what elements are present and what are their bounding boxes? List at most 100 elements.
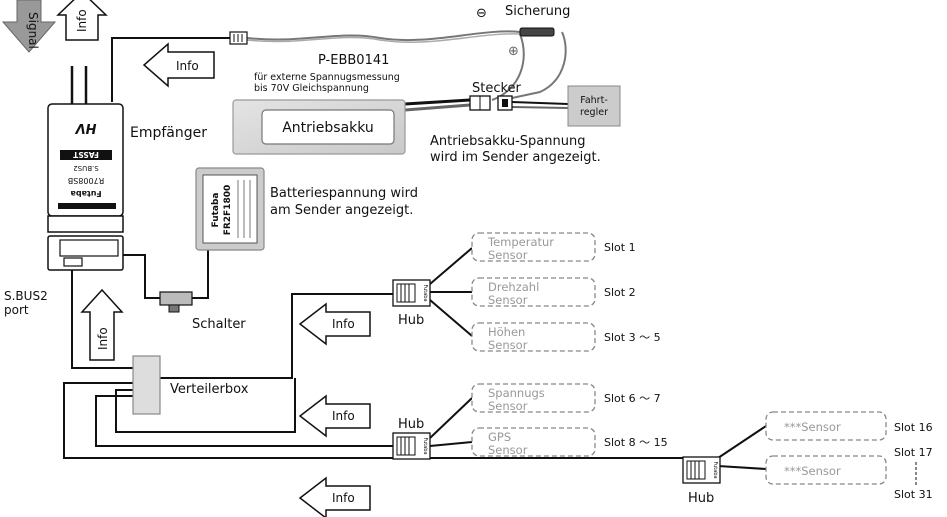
gps-sensor-line1: GPS	[488, 430, 511, 444]
esc-label-line2: regler	[580, 107, 608, 118]
distributor-loop-wire	[115, 378, 296, 433]
info-arrow-sbus2: Info	[80, 288, 124, 361]
hub2-branch-volt	[429, 397, 473, 439]
rpm-sensor	[471, 277, 596, 307]
distributor-to-hub1-wire	[160, 293, 393, 379]
drive-battery-caption-line1: Antriebsakku-Spannung	[430, 134, 585, 149]
drive-battery-caption-line2: wird im Sender angezeigt.	[430, 150, 601, 165]
sbus2-to-distributor-wire	[71, 262, 133, 369]
receiver-brand: Futaba	[70, 189, 101, 198]
receiver-label: Empfänger	[130, 125, 207, 141]
switch	[159, 291, 193, 313]
signal-arrow-label: Signal	[26, 12, 40, 49]
voltage-sensor-line1: Spannugs	[488, 386, 545, 400]
rpm-sensor-line2: Sensor	[488, 293, 528, 307]
cable-note-line2: bis 70V Gleichspannung	[254, 83, 369, 94]
info-arrow-sbus2-label: Info	[96, 327, 110, 350]
hub-1-label: Hub	[398, 313, 424, 328]
cable-name: P-EBB0141	[318, 53, 389, 68]
switch-label: Schalter	[192, 317, 246, 332]
generic-sensor-2	[765, 455, 887, 485]
receiver-hv: HV	[75, 120, 97, 135]
gps-sensor-line2: Sensor	[488, 443, 528, 457]
info-arrow-hub2: Info	[298, 394, 371, 438]
temperature-sensor-line1: Temperatur	[487, 235, 554, 249]
temperature-slot: Slot 1	[604, 241, 636, 254]
info-arrow-hub3-label: Info	[332, 491, 355, 505]
generic-sensor-1	[765, 411, 887, 441]
info-arrow-hub2-label: Info	[332, 409, 355, 423]
hub-1: Futaba	[392, 279, 431, 307]
altitude-sensor	[471, 322, 596, 352]
cable-connector	[229, 31, 248, 45]
generic-sensor-2-label: ***Sensor	[784, 464, 841, 478]
drive-battery-label: Antriebsakku	[282, 120, 374, 136]
gps-slot: Slot 8 〜 15	[604, 436, 668, 449]
gps-sensor	[471, 427, 596, 457]
generic-sensor-1-slot: Slot 16	[894, 421, 933, 434]
minus-symbol: ⊖	[476, 6, 487, 21]
voltage-cable	[246, 30, 569, 112]
rx-to-cable-wire	[111, 37, 230, 102]
info-arrow-hub1: Info	[298, 302, 371, 346]
altitude-slot: Slot 3 〜 5	[604, 331, 661, 344]
voltage-slot: Slot 6 〜 7	[604, 392, 661, 405]
info-arrow-hub1-label: Info	[332, 317, 355, 331]
distributor-label: Verteilerbox	[170, 382, 249, 397]
rx-battery-caption-line2: am Sender angezeigt.	[270, 203, 413, 218]
info-arrow-receiver: Info	[142, 42, 215, 88]
rx-battery-caption-line1: Batteriespannung wird	[270, 186, 418, 201]
hub-2-label: Hub	[398, 417, 424, 432]
info-arrow-top: Info	[56, 0, 108, 41]
generic-sensor-2-slot-start: Slot 17	[894, 446, 933, 459]
hub3-branch-any2	[717, 465, 767, 470]
temperature-sensor-line2: Sensor	[488, 248, 528, 262]
cable-note-line1: für externe Spannugsmessung	[254, 72, 400, 83]
hub-3-label: Hub	[688, 491, 714, 506]
switch-to-battery-wire	[192, 248, 209, 299]
distributor-to-hub2-wire	[95, 395, 393, 447]
hub-1-mark: Futaba	[422, 284, 428, 301]
voltage-sensor	[471, 383, 596, 413]
hub1-branch-alt	[429, 299, 473, 337]
hub2-branch-gps	[429, 441, 473, 447]
rpm-slot: Slot 2	[604, 286, 636, 299]
sbus2-port-label-line2: port	[4, 303, 29, 317]
hub3-branch-any1	[717, 425, 767, 459]
receiver-bus-mark: S.BUS2	[73, 164, 99, 172]
wires	[63, 37, 767, 470]
temperature-sensor	[471, 232, 596, 262]
distributor-to-hub3-wire	[63, 382, 683, 459]
receiver: HV FASST S.BUS2 R7008SB Futaba	[47, 66, 124, 271]
rx-battery-model: FR2F1800	[223, 185, 233, 236]
info-arrow-receiver-label: Info	[176, 59, 199, 73]
plus-symbol: ⊕	[508, 44, 519, 59]
info-arrow-top-label: Info	[75, 9, 89, 32]
generic-sensor-2-slot-end: Slot 31	[894, 488, 933, 501]
generic-sensor-1-label: ***Sensor	[784, 420, 841, 434]
hub-2-mark: Futaba	[422, 437, 428, 454]
signal-arrow: Signal	[1, 0, 57, 53]
hub-2: Futaba	[392, 432, 431, 460]
drive-battery: Antriebsakku	[232, 99, 406, 155]
sbus2-port-label-line1: S.BUS2	[4, 289, 48, 303]
receiver-model: R7008SB	[68, 176, 104, 185]
altitude-sensor-line2: Sensor	[488, 338, 528, 352]
receiver-battery: Futaba FR2F1800	[195, 167, 265, 251]
rx-to-switch-wire	[123, 254, 160, 299]
hub-3-mark: Futaba	[712, 461, 718, 478]
rpm-sensor-line1: Drehzahl	[488, 280, 539, 294]
fuse	[519, 27, 555, 37]
distributor-box	[132, 355, 161, 415]
hub1-branch-temp	[429, 247, 473, 285]
voltage-sensor-line2: Sensor	[488, 399, 528, 413]
connector-label: Stecker	[472, 81, 522, 96]
hub-3: Futaba	[682, 456, 721, 484]
info-arrow-hub3: Info	[298, 476, 371, 517]
fuse-label: Sicherung	[505, 4, 570, 19]
rx-battery-brand: Futaba	[211, 193, 221, 228]
esc-label-line1: Fahrt-	[580, 95, 608, 106]
plug-connector	[469, 95, 513, 111]
